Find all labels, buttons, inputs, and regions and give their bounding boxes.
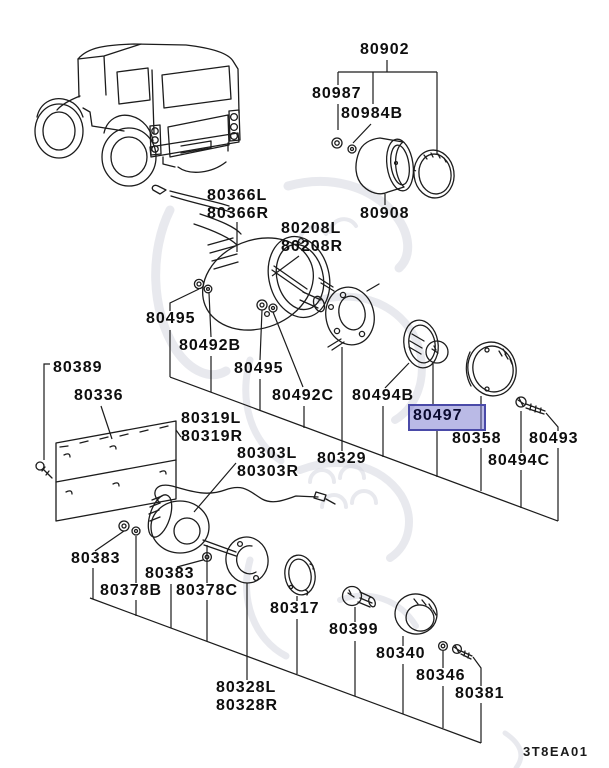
part-label-80492B: 80492B	[179, 337, 242, 354]
part-label-80494C: 80494C	[488, 452, 551, 469]
part-label-80366R: 80366R	[207, 205, 270, 222]
drawing-code: 3T8EA01	[523, 744, 589, 759]
part-label-80984B: 80984B	[341, 105, 404, 122]
part-label-80381: 80381	[455, 685, 505, 702]
license-lamp-assembly	[118, 484, 473, 660]
part-label-80208L: 80208L	[281, 220, 342, 237]
vehicle-illustration	[34, 43, 241, 187]
part-label-80366L: 80366L	[207, 187, 268, 204]
part-label-80908: 80908	[360, 205, 410, 222]
part-label-80208R: 80208R	[281, 238, 344, 255]
part-label-80340: 80340	[376, 645, 426, 662]
part-label-80378C: 80378C	[176, 582, 239, 599]
part-label-80303R: 80303R	[237, 463, 300, 480]
part-label-80317: 80317	[270, 600, 320, 617]
part-label-80497[interactable]: 80497	[413, 407, 463, 424]
part-label-80389: 80389	[53, 359, 103, 376]
part-label-80494B: 80494B	[352, 387, 415, 404]
license-plate-bracket	[35, 420, 177, 522]
side-marker-lamp-assembly	[331, 60, 455, 205]
part-label-80399: 80399	[329, 621, 379, 638]
part-label-80383-2: 80383	[145, 565, 195, 582]
part-label-80987: 80987	[312, 85, 362, 102]
part-label-80328L: 80328L	[216, 679, 277, 696]
part-label-80328R: 80328R	[216, 697, 279, 714]
part-label-80319R: 80319R	[181, 428, 244, 445]
part-label-80378B: 80378B	[100, 582, 163, 599]
highlight-box-80497	[408, 404, 486, 431]
part-label-80358: 80358	[452, 430, 502, 447]
part-label-80346: 80346	[416, 667, 466, 684]
watermark	[151, 176, 524, 768]
part-label-80383-1: 80383	[71, 550, 121, 567]
part-label-80495-2: 80495	[234, 360, 284, 377]
socket-gasket-and-lens	[403, 319, 546, 415]
part-label-80319L: 80319L	[181, 410, 242, 427]
part-label-80495-1: 80495	[146, 310, 196, 327]
part-label-80493: 80493	[529, 430, 579, 447]
part-label-80329: 80329	[317, 450, 367, 467]
part-label-80902: 80902	[360, 41, 410, 58]
leader-lines	[43, 222, 559, 744]
part-label-80492C: 80492C	[272, 387, 335, 404]
part-label-80336: 80336	[74, 387, 124, 404]
part-label-80303L: 80303L	[237, 445, 298, 462]
